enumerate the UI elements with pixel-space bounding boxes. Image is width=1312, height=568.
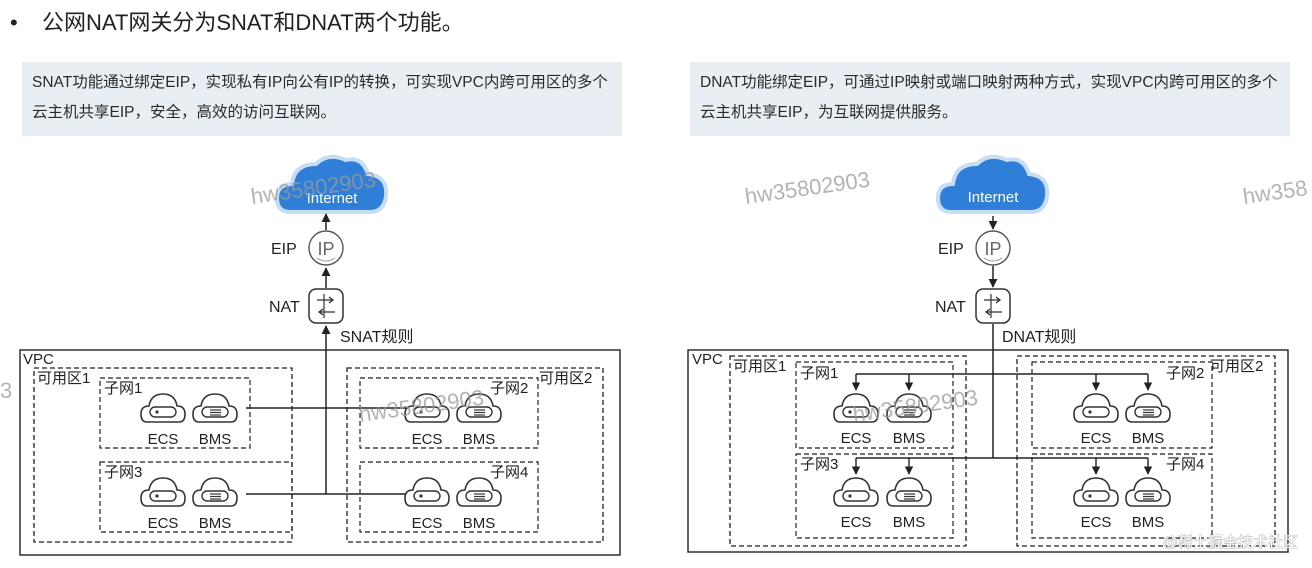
dnat-nat-icon <box>975 288 1011 324</box>
dnat-bms-label-2: BMS <box>1132 430 1165 447</box>
dnat-ecs-icon-4 <box>1073 477 1119 507</box>
dnat-subnet1-label: 子网1 <box>800 365 838 382</box>
snat-ecs-label-2: ECS <box>412 431 443 448</box>
dnat-rule-label: DNAT规则 <box>1002 328 1076 346</box>
dnat-ecs-icon-3 <box>833 477 879 507</box>
dnat-ecs-label-3: ECS <box>841 514 872 531</box>
dnat-internet-label: Internet <box>968 189 1020 206</box>
dnat-description: DNAT功能绑定EIP，可通过IP映射或端口映射两种方式，实现VPC内跨可用区的… <box>690 62 1290 136</box>
snat-ecs-icon-3 <box>140 477 186 507</box>
dnat-az1-box <box>729 355 967 547</box>
snat-rule-label: SNAT规则 <box>340 328 414 346</box>
snat-ecs-label-3: ECS <box>148 515 179 532</box>
snat-ecs-icon-4 <box>404 477 450 507</box>
dnat-ecs-label-4: ECS <box>1081 514 1112 531</box>
snat-eip-label: EIP <box>271 241 297 258</box>
snat-description: SNAT功能通过绑定EIP，实现私有IP向公有IP的转换，可实现VPC内跨可用区… <box>22 62 622 136</box>
dnat-bms-icon-3 <box>886 477 932 507</box>
snat-ecs-label-1: ECS <box>148 431 179 448</box>
dnat-bms-icon-4 <box>1125 477 1171 507</box>
snat-subnet2-label: 子网2 <box>490 380 528 397</box>
snat-vpc-box <box>19 349 621 556</box>
snat-subnet3-box <box>99 461 293 533</box>
dnat-ecs-icon-2 <box>1073 393 1119 423</box>
snat-subnet4-box <box>359 461 539 533</box>
dnat-bms-label-1: BMS <box>893 430 926 447</box>
dnat-subnet2-label: 子网2 <box>1166 365 1204 382</box>
dnat-bms-label-3: BMS <box>893 514 926 531</box>
snat-bms-icon-3 <box>192 477 238 507</box>
snat-az2-label: 可用区2 <box>539 370 592 387</box>
dnat-az1-label: 可用区1 <box>733 358 786 375</box>
snat-az2-box <box>346 367 604 543</box>
snat-ecs-label-4: ECS <box>412 515 443 532</box>
dnat-ecs-label-1: ECS <box>841 430 872 447</box>
dnat-ecs-label-2: ECS <box>1081 430 1112 447</box>
snat-bms-label-4: BMS <box>463 515 496 532</box>
dnat-eip-label: EIP <box>938 241 964 258</box>
dnat-subnet4-box <box>1031 453 1213 539</box>
snat-diagram: Internet IP EIP NAT SNAT规则 VPC 可用区1 可用区2… <box>19 154 621 556</box>
dnat-diagram: Internet IP EIP NAT DNAT规则 VPC 可用区1 可用区2… <box>687 154 1289 553</box>
bullet-marker: • <box>10 10 18 35</box>
dnat-az2-box <box>1016 355 1276 547</box>
watermark-2: hw35802903 <box>743 167 871 209</box>
snat-subnet3-label: 子网3 <box>104 464 142 481</box>
snat-nat-label: NAT <box>269 299 300 316</box>
snat-ecs-icon-1 <box>140 393 186 423</box>
snat-az1-box <box>33 367 293 543</box>
page-title: 公网NAT网关分为SNAT和DNAT两个功能。 <box>42 10 464 35</box>
dnat-subnet2-box <box>1031 361 1213 449</box>
snat-bms-label-3: BMS <box>199 515 232 532</box>
snat-az1-label: 可用区1 <box>37 370 90 387</box>
watermark-3: hw358 <box>1241 175 1309 209</box>
snat-internet-label: Internet <box>307 190 359 207</box>
watermark-6: 3 <box>0 378 12 403</box>
snat-bms-label-1: BMS <box>199 431 232 448</box>
dnat-subnet3-box <box>795 453 954 539</box>
dnat-bms-icon-2 <box>1125 393 1171 423</box>
dnat-subnet1-box <box>795 361 954 449</box>
snat-subnet1-label: 子网1 <box>104 380 142 397</box>
snat-ip-text: IP <box>317 239 334 259</box>
snat-subnet1-box <box>99 377 251 449</box>
dnat-nat-label: NAT <box>935 299 966 316</box>
snat-subnet4-label: 子网4 <box>490 464 528 481</box>
corner-watermark: @稀土掘金技术社区 <box>1163 534 1298 551</box>
dnat-subnet4-label: 子网4 <box>1166 456 1204 473</box>
snat-bms-icon-4 <box>456 477 502 507</box>
snat-bms-label-2: BMS <box>463 431 496 448</box>
dnat-vpc-label: VPC <box>692 351 723 368</box>
snat-subnet2-box <box>359 377 539 449</box>
snat-vpc-label: VPC <box>23 351 54 368</box>
dnat-subnet3-label: 子网3 <box>800 456 838 473</box>
snat-bms-icon-1 <box>192 393 238 423</box>
dnat-az2-label: 可用区2 <box>1210 358 1263 375</box>
dnat-vpc-box <box>687 349 1289 553</box>
snat-nat-icon <box>308 288 344 324</box>
dnat-bms-label-4: BMS <box>1132 514 1165 531</box>
dnat-ip-text: IP <box>984 239 1001 259</box>
